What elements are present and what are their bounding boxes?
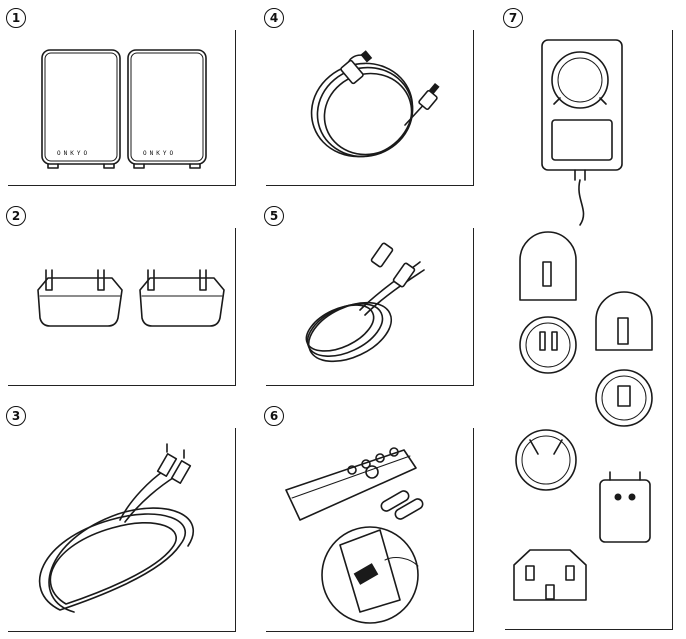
panel-frame [505,30,673,630]
panel-number-3: 3 [6,406,26,426]
panel-frame [266,428,474,632]
panel-number-4: 4 [264,8,284,28]
panel-frame [266,30,474,186]
panel-number-7: 7 [503,8,523,28]
panel-number-6: 6 [264,406,284,426]
panel-frame [8,30,236,186]
speaker-right-brand: ONKYO [143,150,177,157]
panel-frame [8,228,236,386]
panel-frame [8,428,236,632]
panel-number-1: 1 [6,8,26,28]
panel-number-2: 2 [6,206,26,226]
panel-frame [266,228,474,386]
panel-number-5: 5 [264,206,284,226]
speaker-left-brand: ONKYO [57,150,91,157]
